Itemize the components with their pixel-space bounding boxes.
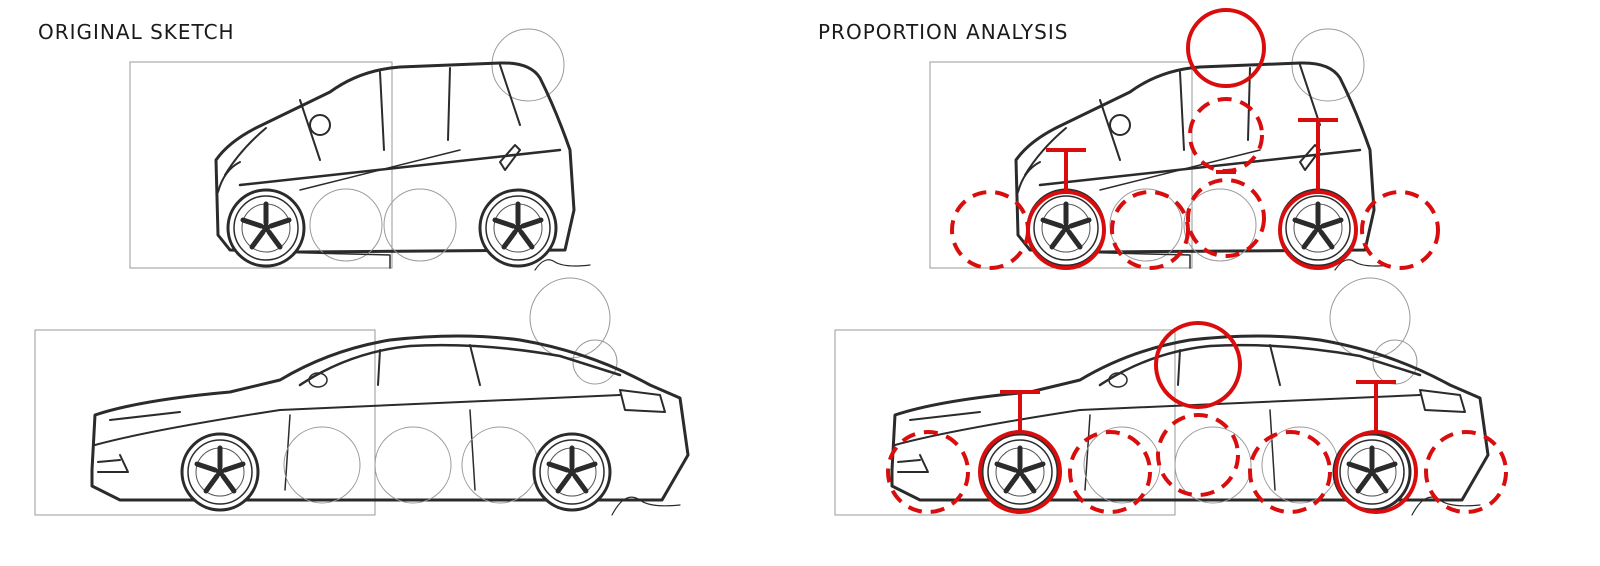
coupe-front-overhang-circle bbox=[886, 430, 970, 514]
proportion-analysis-heading: PROPORTION ANALYSIS bbox=[818, 20, 1069, 44]
original-sketch-heading: ORIGINAL SKETCH bbox=[38, 20, 235, 44]
coupe-wheelbase-circle-1 bbox=[1068, 430, 1152, 514]
wheelbase-circle-1 bbox=[1110, 190, 1190, 270]
cabin-height-circle bbox=[1188, 97, 1264, 173]
coupe-analysis-sketch bbox=[835, 278, 1488, 515]
wheelbase-circle-2 bbox=[1186, 178, 1266, 258]
coupe-wheelbase-circle-3 bbox=[1248, 430, 1332, 514]
roof-height-circle bbox=[1186, 8, 1266, 88]
coupe-rear-overhang-circle bbox=[1424, 430, 1508, 514]
coupe-original-sketch bbox=[35, 278, 688, 515]
rear-overhang-circle bbox=[1360, 190, 1440, 270]
city-car-analysis-sketch bbox=[930, 29, 1390, 270]
coupe-proportion-overlay bbox=[886, 321, 1508, 514]
coupe-roof-circle bbox=[1154, 321, 1242, 409]
coupe-wheelbase-circle-2 bbox=[1156, 413, 1240, 497]
city-car-proportion-overlay bbox=[950, 8, 1440, 270]
city-car-original-sketch bbox=[130, 29, 590, 270]
